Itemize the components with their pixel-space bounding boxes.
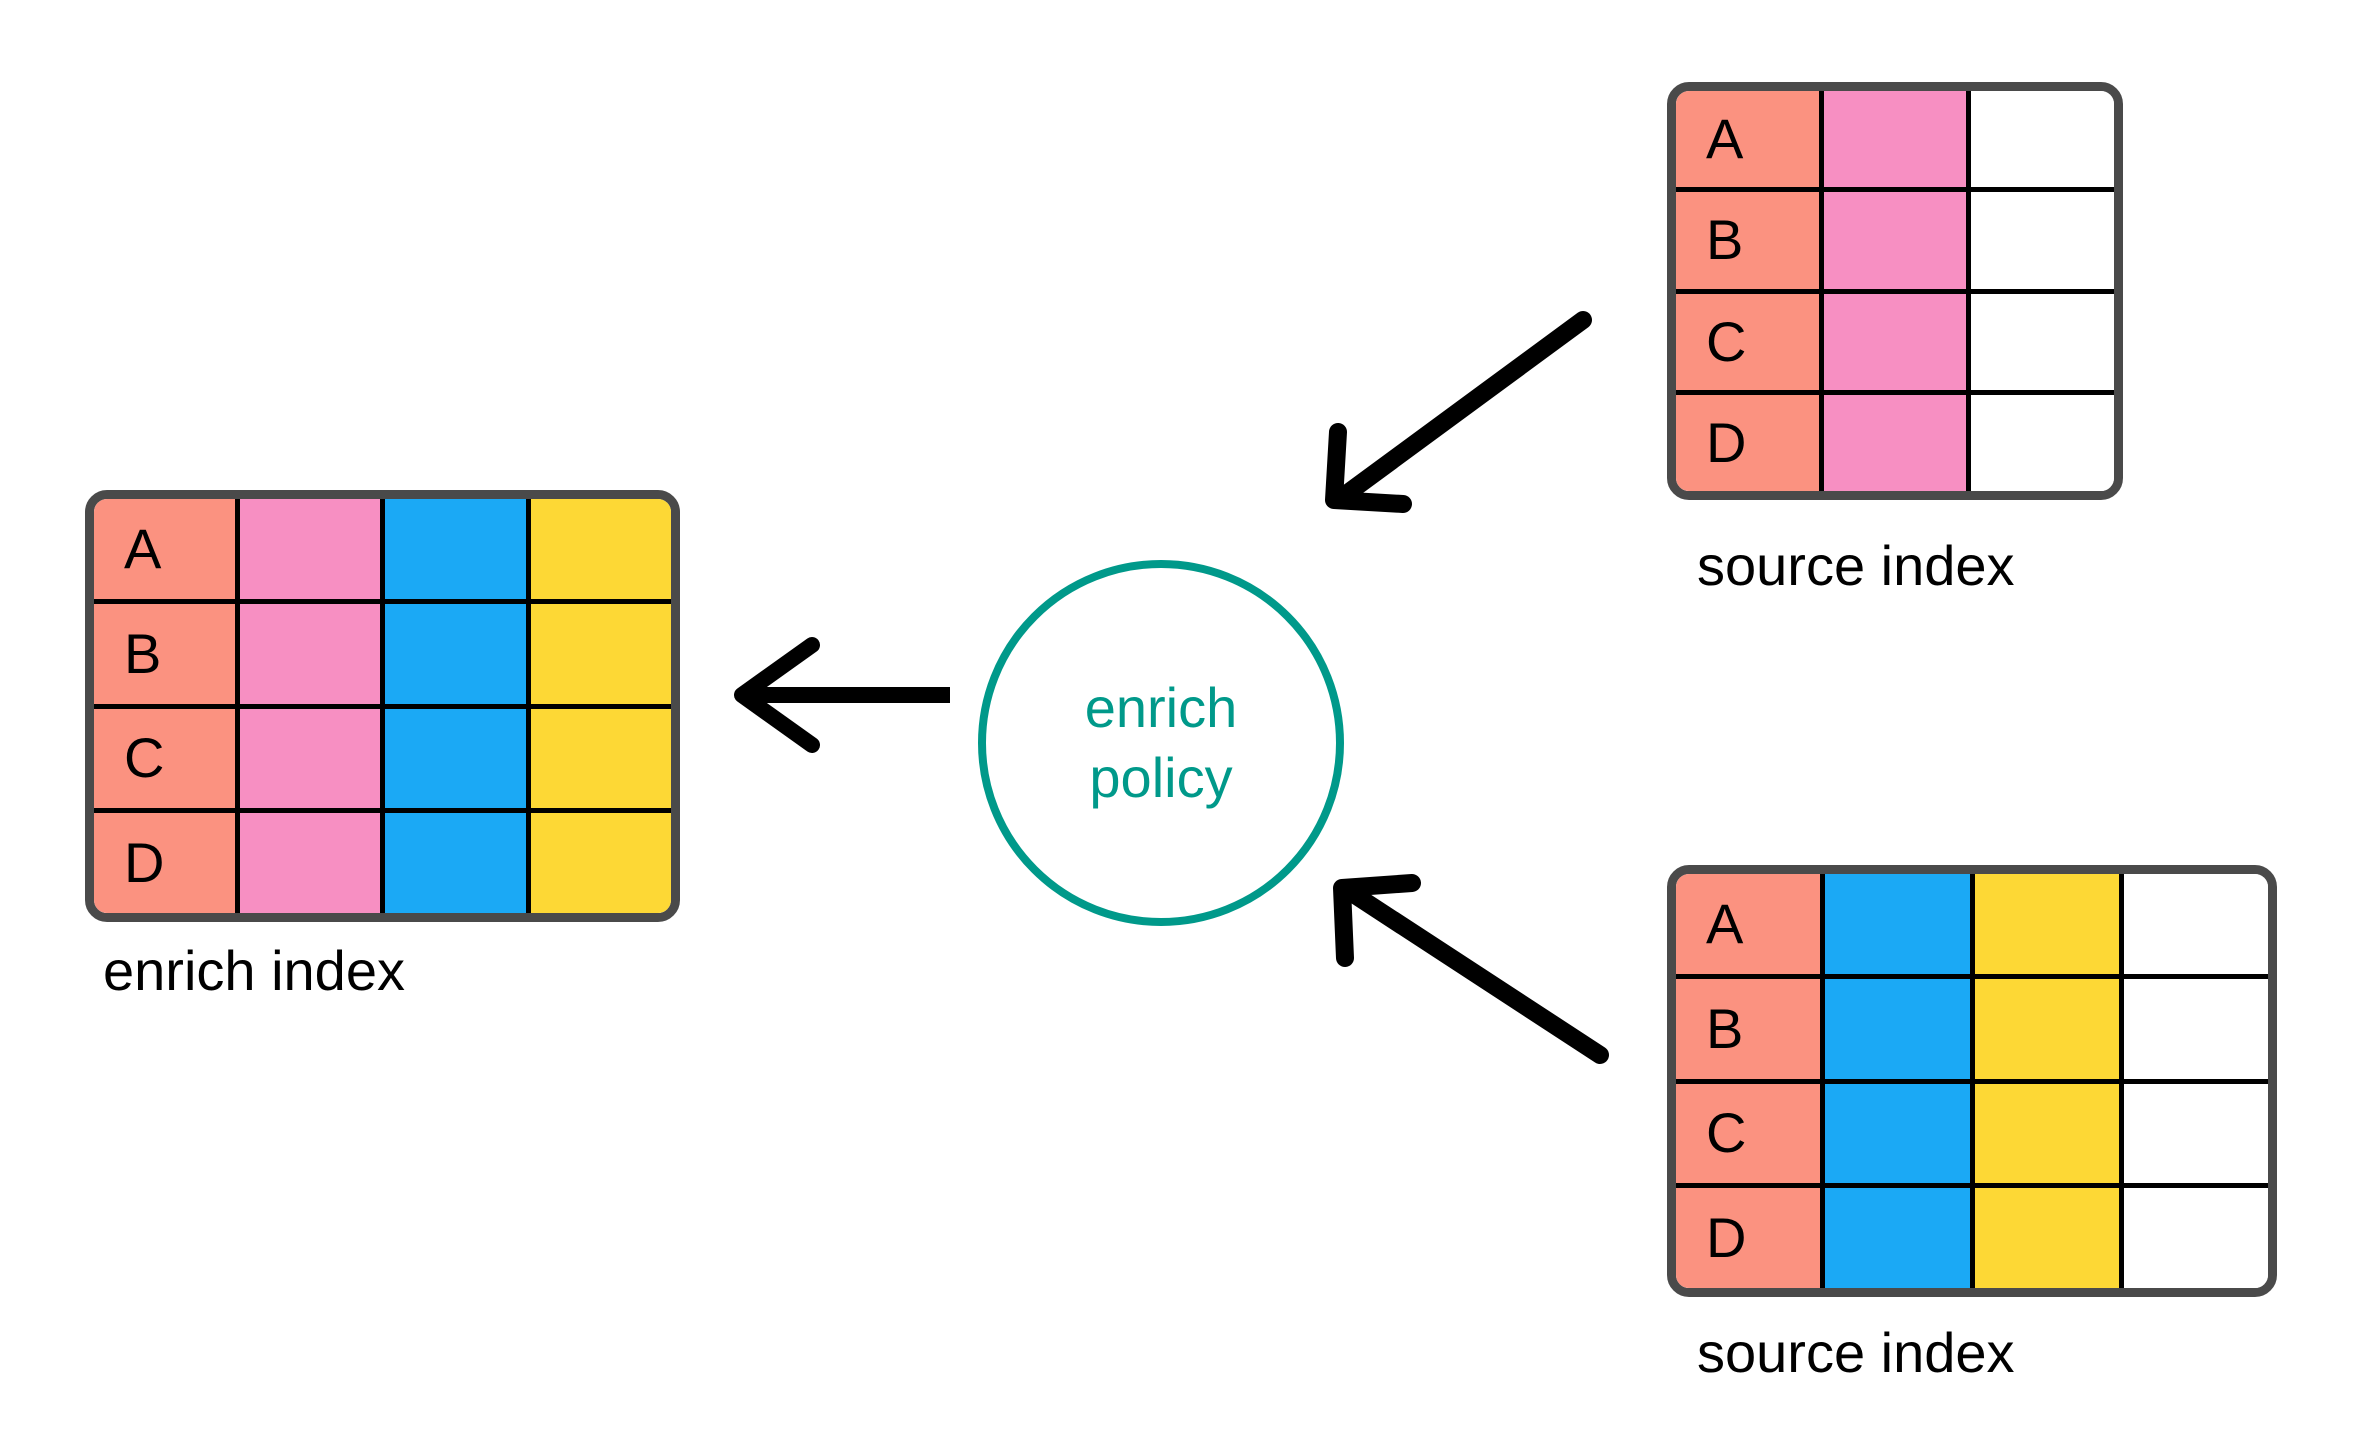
table-cell-yellow xyxy=(525,603,671,704)
table-cell-key: A xyxy=(1676,874,1821,974)
table-cell-blue xyxy=(1820,978,1970,1079)
table-row: C xyxy=(1676,1078,2268,1184)
table-cell-blue xyxy=(380,603,526,704)
table-row: C xyxy=(1676,288,2114,390)
table-cell-yellow xyxy=(525,708,671,809)
table-cell-key: C xyxy=(1676,293,1819,390)
table-cell-yellow xyxy=(1969,1083,2119,1184)
table-cell-key: B xyxy=(94,603,235,704)
table-row: D xyxy=(1676,389,2114,491)
arrow-source-top-to-policy xyxy=(1325,311,1592,513)
table-cell-key: B xyxy=(1676,192,1819,289)
cell-key-label: D xyxy=(124,831,165,895)
table-cell-blue xyxy=(380,499,526,599)
table-cell-empty xyxy=(2118,1188,2268,1288)
source-index-bottom-table: A B C D xyxy=(1667,865,2277,1297)
table-cell-yellow xyxy=(1969,874,2119,974)
table-cell-key: D xyxy=(94,813,235,913)
table-cell-pink xyxy=(234,499,380,599)
cell-key-label: B xyxy=(124,621,162,685)
table-cell-key: D xyxy=(1676,1188,1821,1288)
table-row: B xyxy=(1676,187,2114,289)
cell-key-label: A xyxy=(1706,107,1744,171)
table-cell-key: C xyxy=(1676,1083,1821,1184)
enrich-policy-node: enrich policy xyxy=(978,560,1344,926)
cell-key-label: C xyxy=(124,726,165,790)
enrich-policy-label-line1: enrich xyxy=(1084,676,1238,739)
enrich-index-table: A B C D xyxy=(85,490,680,922)
table-cell-empty xyxy=(1966,293,2114,390)
table-row: B xyxy=(1676,973,2268,1079)
table-row: D xyxy=(1676,1183,2268,1288)
table-cell-empty xyxy=(2118,874,2268,974)
table-cell-key: D xyxy=(1676,394,1819,491)
cell-key-label: D xyxy=(1706,410,1747,474)
table-cell-key: A xyxy=(1676,91,1819,188)
table-cell-empty xyxy=(2118,978,2268,1079)
table-row: C xyxy=(94,703,671,809)
cell-key-label: C xyxy=(1706,309,1747,373)
table-cell-key: C xyxy=(94,708,235,809)
table-cell-pink xyxy=(1818,91,1967,188)
table-cell-pink xyxy=(234,708,380,809)
table-cell-yellow xyxy=(1969,1188,2119,1288)
cell-key-label: A xyxy=(1706,891,1744,955)
cell-key-label: A xyxy=(124,516,162,580)
cell-key-label: B xyxy=(1706,996,1744,1060)
cell-key-label: D xyxy=(1706,1206,1747,1270)
enrich-index-caption: enrich index xyxy=(103,939,405,1002)
table-cell-blue xyxy=(380,813,526,913)
cell-key-label: C xyxy=(1706,1101,1747,1165)
table-cell-pink xyxy=(1818,192,1967,289)
table-cell-pink xyxy=(1818,394,1967,491)
table-cell-blue xyxy=(1820,1188,1970,1288)
enrich-policy-label-line2: policy xyxy=(1089,746,1233,809)
source-index-top-caption: source index xyxy=(1697,534,2015,597)
arrow-source-bottom-to-policy xyxy=(1333,874,1609,1064)
table-cell-yellow xyxy=(1969,978,2119,1079)
table-cell-key: A xyxy=(94,499,235,599)
source-index-top-table: A B C D xyxy=(1667,82,2123,500)
table-cell-key: B xyxy=(1676,978,1821,1079)
table-cell-blue xyxy=(1820,874,1970,974)
table-cell-blue xyxy=(380,708,526,809)
table-cell-yellow xyxy=(525,813,671,913)
table-cell-pink xyxy=(234,813,380,913)
table-row: B xyxy=(94,598,671,704)
table-cell-empty xyxy=(1966,394,2114,491)
table-cell-empty xyxy=(1966,192,2114,289)
table-cell-pink xyxy=(1818,293,1967,390)
table-row: A xyxy=(1676,874,2268,974)
table-cell-empty xyxy=(1966,91,2114,188)
table-cell-yellow xyxy=(525,499,671,599)
source-index-bottom-caption: source index xyxy=(1697,1321,2015,1384)
table-cell-blue xyxy=(1820,1083,1970,1184)
arrow-policy-to-enrich-index xyxy=(734,637,950,753)
table-cell-pink xyxy=(234,603,380,704)
table-row: D xyxy=(94,808,671,913)
cell-key-label: B xyxy=(1706,208,1744,272)
table-row: A xyxy=(94,499,671,599)
table-row: A xyxy=(1676,91,2114,188)
table-cell-empty xyxy=(2118,1083,2268,1184)
